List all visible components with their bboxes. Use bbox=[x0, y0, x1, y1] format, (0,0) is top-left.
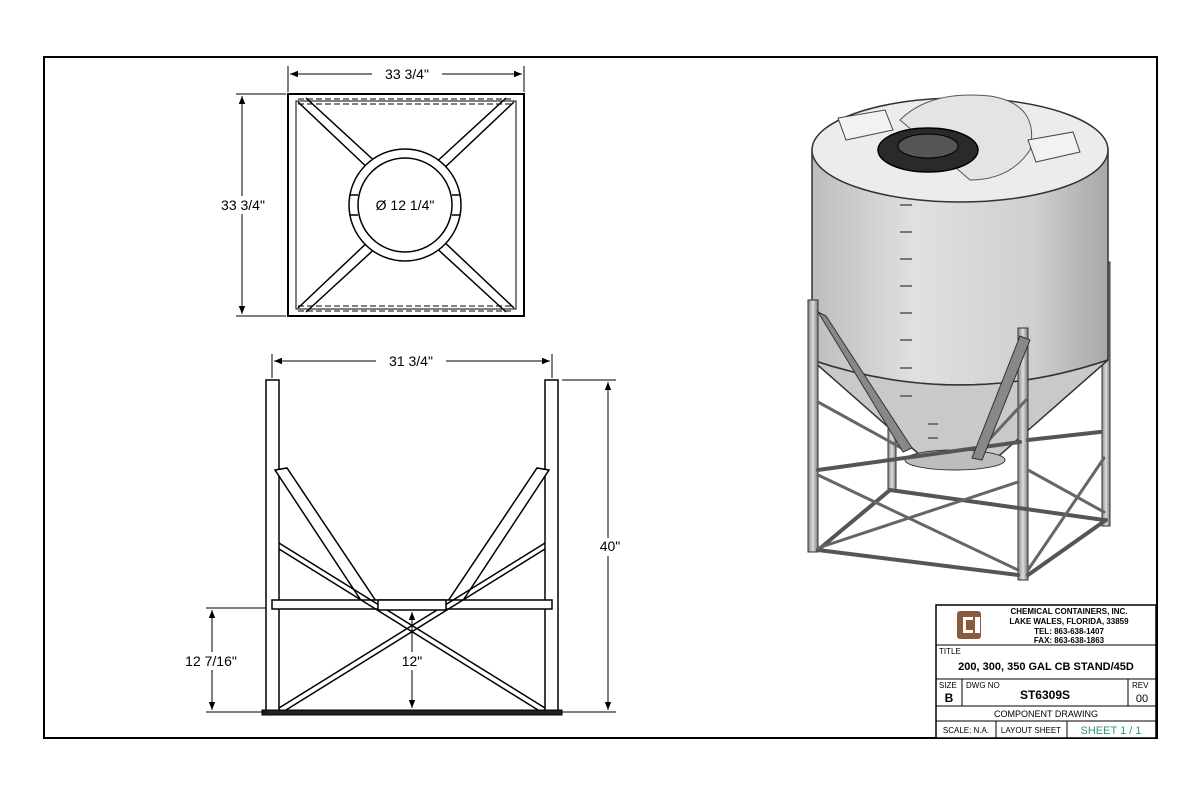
size-value: B bbox=[945, 691, 954, 705]
rev-value: 00 bbox=[1136, 693, 1148, 705]
sheet-number: SHEET 1 / 1 bbox=[1081, 725, 1142, 737]
sheet-border bbox=[43, 56, 1158, 739]
title-block: CHEMICAL CONTAINERS, INC. LAKE WALES, FL… bbox=[935, 604, 1157, 739]
front-lower-height-label: 12 7/16" bbox=[185, 653, 237, 669]
rev-caption: REV bbox=[1132, 681, 1149, 690]
front-base bbox=[261, 709, 563, 716]
dwg-number: ST6309S bbox=[1020, 688, 1070, 702]
layout-sheet: LAYOUT SHEET bbox=[1001, 726, 1061, 735]
scale-value: SCALE: N.A. bbox=[943, 726, 989, 735]
top-view-frame bbox=[287, 93, 525, 317]
company-name: CHEMICAL CONTAINERS, INC. bbox=[1010, 607, 1127, 616]
front-left-leg bbox=[265, 379, 280, 715]
size-caption: SIZE bbox=[939, 681, 957, 690]
tank-isometric bbox=[807, 94, 1111, 581]
company-address: LAKE WALES, FLORIDA, 33859 bbox=[1009, 617, 1129, 626]
top-height-label: 33 3/4" bbox=[221, 197, 265, 213]
center-ring-inner bbox=[357, 157, 453, 253]
company-fax: FAX: 863-638-1863 bbox=[1034, 636, 1105, 645]
top-view: Ø 12 1/4" 33 3/4" 33 3/4" bbox=[213, 64, 525, 317]
front-height-label: 40" bbox=[600, 538, 621, 554]
top-width-label: 33 3/4" bbox=[385, 66, 429, 82]
front-right-leg bbox=[544, 379, 559, 715]
dwg-caption: DWG NO bbox=[966, 681, 1000, 690]
drawing-title: 200, 300, 350 GAL CB STAND/45D bbox=[958, 661, 1134, 673]
front-width-label: 31 3/4" bbox=[389, 353, 433, 369]
company-tel: TEL: 863-638-1407 bbox=[1034, 627, 1104, 636]
drawing-type: COMPONENT DRAWING bbox=[994, 709, 1098, 719]
front-view: 31 3/4" 40" 12 7/16" 12" bbox=[176, 352, 630, 716]
diameter-label: Ø 12 1/4" bbox=[376, 197, 435, 213]
front-center-label: 12" bbox=[402, 653, 423, 669]
title-caption: TITLE bbox=[939, 647, 961, 656]
company-logo bbox=[957, 611, 981, 639]
